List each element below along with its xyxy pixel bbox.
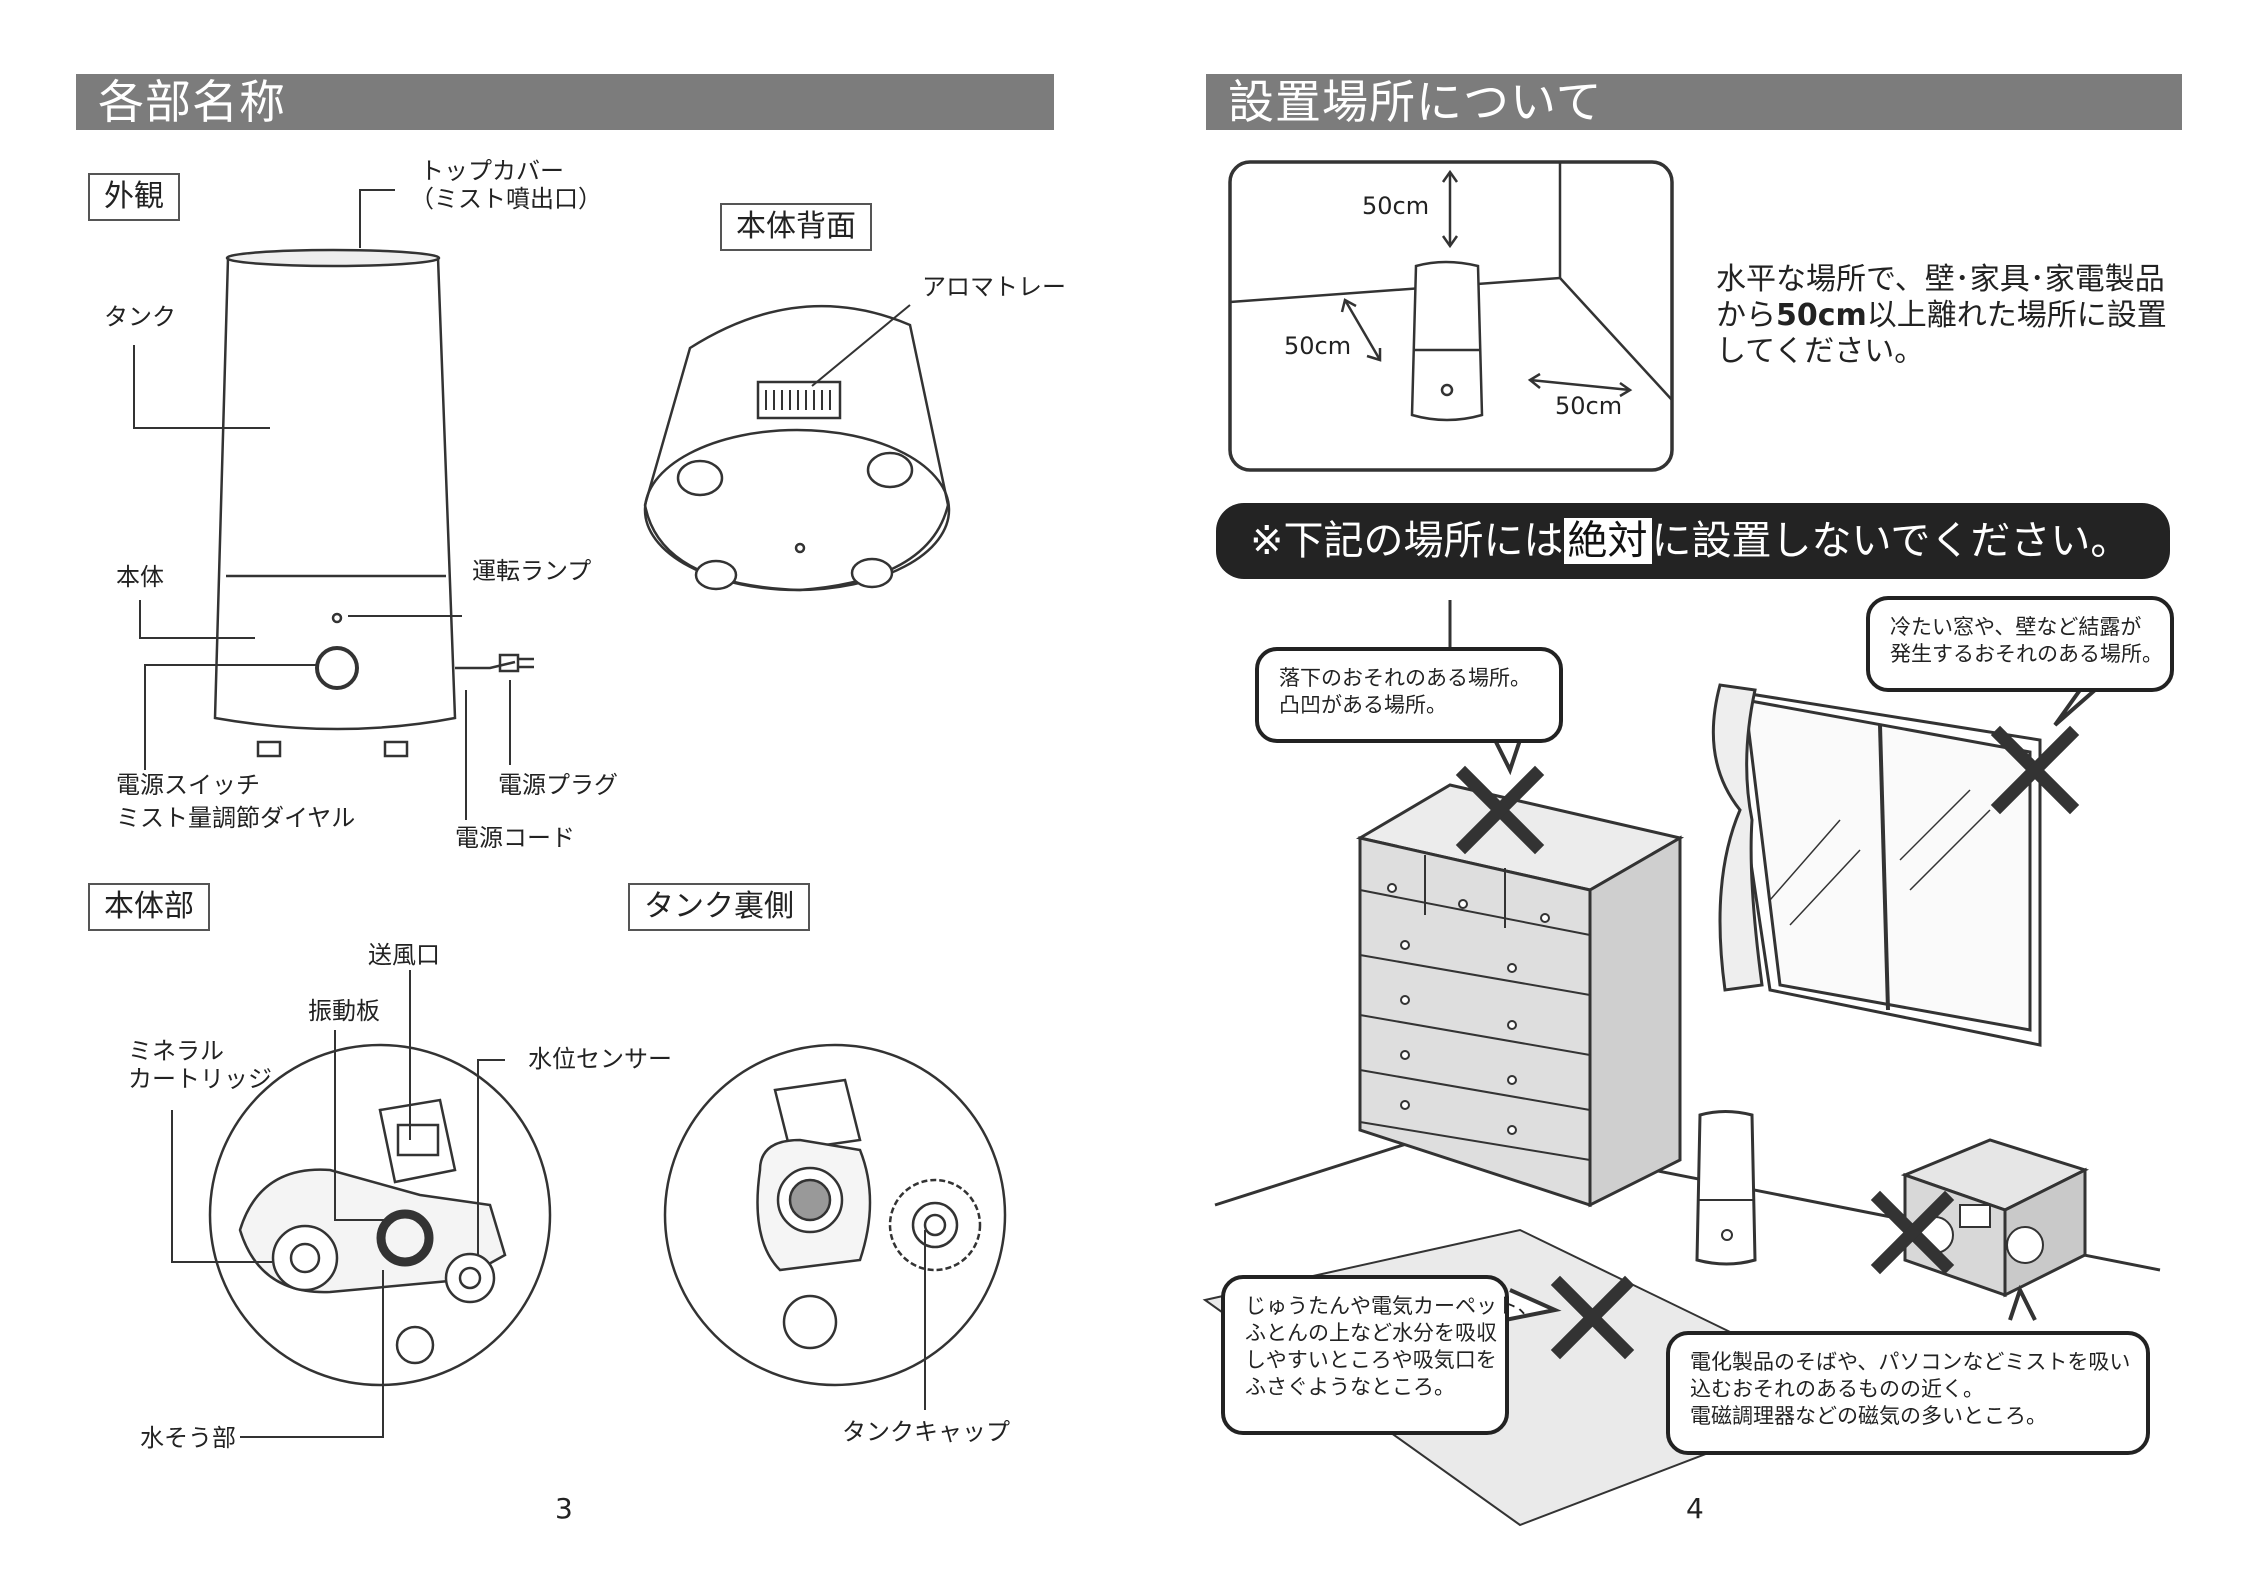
tank-back-drawing [663, 1043, 1007, 1410]
bubble-window-line-2: 発生するおそれのある場所。 [1890, 642, 2163, 666]
clearance-label-right: 50cm [1555, 392, 1623, 420]
section-label-tank-back: タンク裏側 [628, 883, 810, 931]
label-power-switch: 電源スイッチ [116, 771, 260, 799]
label-vibration-plate: 振動板 [308, 997, 380, 1025]
instruction-line-2-pre: から [1716, 298, 1776, 333]
instruction-line-2: から50cm以上離れた場所に設置 [1716, 298, 2167, 334]
room-scene-drawing [1202, 600, 2161, 1527]
section-label-body: 本体部 [88, 883, 210, 931]
bubble-carpet-line-3: しやすいところや吸気口を [1245, 1348, 1497, 1372]
placement-instruction: 水平な場所で、壁･家具･家電製品 から50cm以上離れた場所に設置 してください… [1716, 262, 2167, 370]
body-section-drawing [208, 1043, 552, 1387]
bubble-carpet-line-4: ふさぐようなところ。 [1245, 1375, 1455, 1399]
warning-pre: ※下記の場所には [1250, 518, 1564, 564]
warning-highlight: 絶対 [1563, 518, 1652, 564]
humidifier-exterior-drawing [213, 248, 534, 758]
bubble-electronics-line-2: 込むおそれのあるものの近く。 [1690, 1377, 1984, 1401]
bubble-fall-risk: 落下のおそれのある場所。 凸凹がある場所。 [1255, 647, 1563, 743]
label-lamp: 運転ランプ [472, 557, 592, 585]
label-body: 本体 [116, 563, 164, 591]
instruction-line-2-post: 以上離れた場所に設置 [1866, 298, 2167, 333]
section-label-exterior: 外観 [88, 173, 180, 221]
instruction-line-3: してください。 [1716, 334, 1925, 369]
bubble-carpet: じゅうたんや電気カーペット、 ふとんの上など水分を吸収 しやすいところや吸気口を… [1221, 1275, 1539, 1435]
warning-banner: ※下記の場所には絶対に設置しないでください。 [1216, 503, 2170, 579]
warning-post: に設置しないでください。 [1651, 518, 2131, 564]
label-water-sensor: 水位センサー [528, 1045, 672, 1073]
label-power-cord: 電源コード [455, 824, 575, 852]
label-water-tank-part: 水そう部 [140, 1424, 236, 1452]
bubble-fall-line-1: 落下のおそれのある場所。 [1279, 666, 1531, 690]
clearance-label-top: 50cm [1362, 192, 1430, 220]
label-air-outlet: 送風口 [368, 941, 440, 969]
section-label-rear: 本体背面 [720, 203, 872, 251]
label-top-cover: トップカバー [420, 157, 564, 185]
humidifier-rear-drawing [643, 304, 951, 592]
page-number-left: 3 [555, 1492, 573, 1525]
instruction-line-1: 水平な場所で、壁･家具･家電製品 [1716, 262, 2165, 297]
label-tank: タンク [104, 303, 176, 331]
label-cartridge: カートリッジ [128, 1065, 272, 1093]
bubble-carpet-line-1: じゅうたんや電気カーペット、 [1245, 1294, 1539, 1318]
label-mist-dial: ミスト量調節ダイヤル [116, 804, 356, 832]
page-number-right: 4 [1686, 1492, 1704, 1525]
clearance-label-left: 50cm [1284, 332, 1352, 360]
label-power-plug: 電源プラグ [498, 771, 618, 799]
label-top-cover-note: （ミスト噴出口） [410, 185, 602, 213]
bubble-carpet-line-2: ふとんの上など水分を吸収 [1245, 1321, 1497, 1345]
clearance-room-drawing [1229, 162, 1673, 422]
bubble-cold-window: 冷たい窓や、壁など結露が 発生するおそれのある場所。 [1866, 596, 2174, 692]
page-title-parts: 各部名称 [76, 74, 1054, 130]
label-tank-cap: タンクキャップ [842, 1418, 1010, 1446]
page-title-installation: 設置場所について [1206, 74, 2182, 130]
bubble-window-line-1: 冷たい窓や、壁など結露が [1890, 615, 2142, 639]
bubble-electronics-line-1: 電化製品のそばや、パソコンなどミストを吸い [1690, 1350, 2131, 1374]
bubble-electronics: 電化製品のそばや、パソコンなどミストを吸い 込むおそれのあるものの近く。 電磁調… [1666, 1331, 2150, 1455]
label-mineral: ミネラル [128, 1037, 224, 1065]
bubble-electronics-line-3: 電磁調理器などの磁気の多いところ。 [1690, 1404, 2047, 1428]
instruction-distance: 50cm [1776, 298, 1867, 333]
label-aroma-tray: アロマトレー [922, 273, 1066, 301]
bubble-fall-line-2: 凸凹がある場所。 [1279, 693, 1447, 717]
